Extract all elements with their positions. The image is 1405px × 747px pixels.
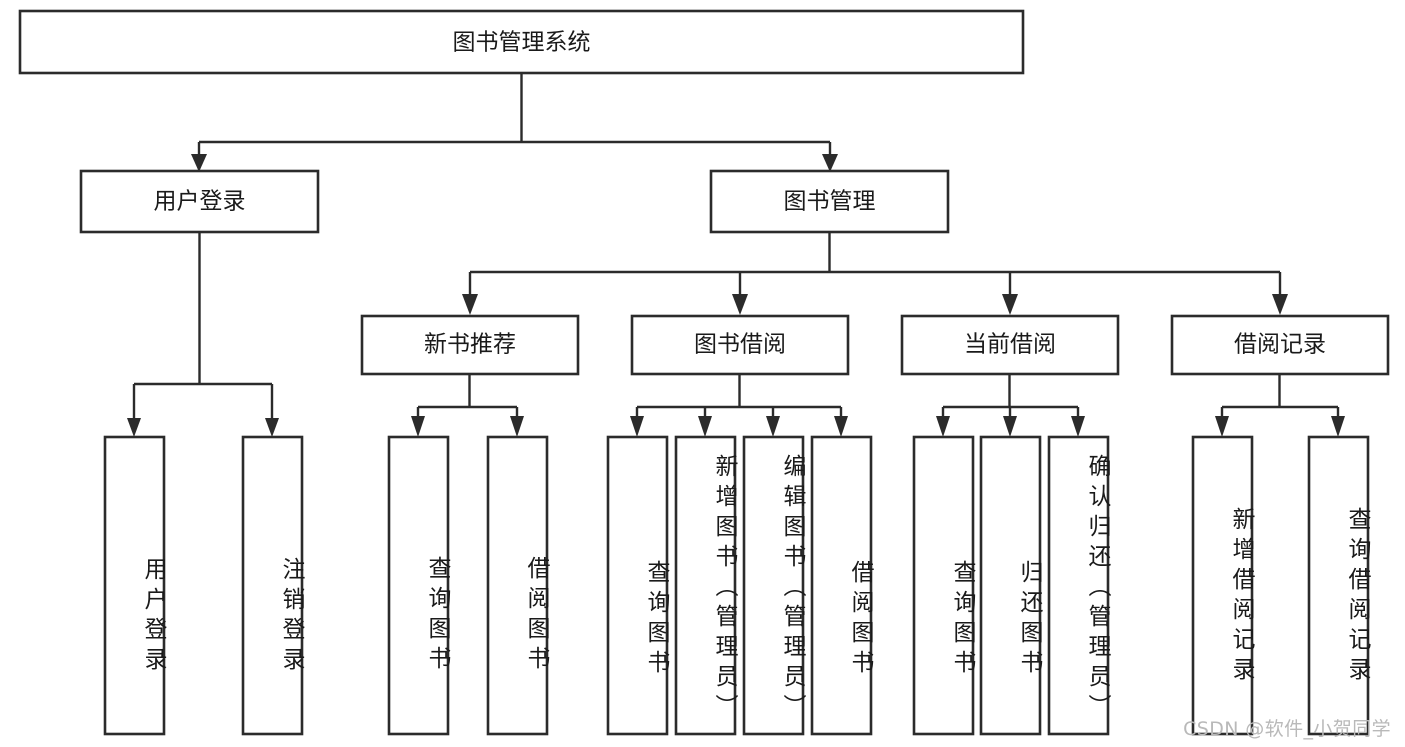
connector-root-to-level2 xyxy=(191,73,838,172)
leaf-box-user-login[interactable] xyxy=(103,435,166,736)
node-current-borrow[interactable]: 当前借阅 xyxy=(900,314,1120,376)
arrow-head-icon xyxy=(1215,416,1229,437)
node-book-borrow[interactable]: 图书借阅 xyxy=(630,314,850,376)
node-user-login[interactable]: 用户登录 xyxy=(79,169,320,234)
leaf-box-return-book[interactable] xyxy=(979,435,1042,736)
arrow-head-icon xyxy=(127,418,141,437)
arrow-head-icon xyxy=(1071,416,1085,437)
node-borrow-record-box[interactable] xyxy=(1170,314,1390,376)
node-new-book-recommend-label: 新书推荐 xyxy=(424,332,516,358)
arrow-head-icon xyxy=(766,416,780,437)
leaf-box-add-book[interactable] xyxy=(674,435,737,736)
connector-borrowrecord-to-leaves xyxy=(1215,374,1345,437)
leaf-box-confirm-return[interactable] xyxy=(1047,435,1110,736)
node-book-borrow-label: 图书借阅 xyxy=(694,332,786,358)
arrow-head-icon xyxy=(1331,416,1345,437)
connector-bookmgmt-to-level3 xyxy=(462,232,1288,315)
arrow-head-icon xyxy=(462,294,478,315)
arrow-head-icon xyxy=(630,416,644,437)
node-book-borrow-box[interactable] xyxy=(630,314,850,376)
connector-userlogin-to-leaves xyxy=(127,232,279,437)
node-root-box[interactable] xyxy=(18,9,1025,75)
leaf-box-query-book-nb[interactable] xyxy=(387,435,450,736)
arrow-head-icon xyxy=(1272,294,1288,315)
node-user-login-label: 用户登录 xyxy=(154,189,246,215)
arrow-head-icon xyxy=(936,416,950,437)
arrow-head-icon xyxy=(732,294,748,315)
arrow-head-icon xyxy=(822,154,838,172)
node-book-management-label: 图书管理 xyxy=(784,189,876,215)
leaf-box-add-borrow-record[interactable] xyxy=(1191,435,1254,736)
arrow-head-icon xyxy=(191,154,207,172)
node-root[interactable]: 图书管理系统 xyxy=(18,9,1025,75)
node-book-management-box[interactable] xyxy=(709,169,950,234)
node-borrow-record-label: 借阅记录 xyxy=(1234,332,1326,358)
arrow-head-icon xyxy=(265,418,279,437)
leaf-box-query-book-cb[interactable] xyxy=(912,435,975,736)
node-current-borrow-box[interactable] xyxy=(900,314,1120,376)
arrow-head-icon xyxy=(698,416,712,437)
node-current-borrow-label: 当前借阅 xyxy=(964,332,1056,358)
node-new-book-recommend-box[interactable] xyxy=(360,314,580,376)
arrow-head-icon xyxy=(1002,294,1018,315)
watermark: CSDN @软件_小贺同学 xyxy=(1183,718,1391,740)
arrow-head-icon xyxy=(510,416,524,437)
connector-newbook-to-leaves xyxy=(411,374,524,437)
node-user-login-box[interactable] xyxy=(79,169,320,234)
node-book-management[interactable]: 图书管理 xyxy=(709,169,950,234)
arrow-head-icon xyxy=(411,416,425,437)
leaf-box-edit-book[interactable] xyxy=(742,435,805,736)
node-root-label: 图书管理系统 xyxy=(453,30,591,56)
leaf-box-logout[interactable] xyxy=(241,435,304,736)
arrow-head-icon xyxy=(1003,416,1017,437)
leaf-box-borrow-book-nb[interactable] xyxy=(486,435,549,736)
leaf-box-query-book-bb[interactable] xyxy=(606,435,669,736)
node-borrow-record[interactable]: 借阅记录 xyxy=(1170,314,1390,376)
connector-bookborrow-to-leaves xyxy=(630,374,848,437)
arrow-head-icon xyxy=(834,416,848,437)
leaf-box-borrow-book-bb[interactable] xyxy=(810,435,873,736)
leaf-box-query-borrow-record[interactable] xyxy=(1307,435,1370,736)
node-new-book-recommend[interactable]: 新书推荐 xyxy=(360,314,580,376)
connector-currentborrow-to-leaves xyxy=(936,374,1085,437)
